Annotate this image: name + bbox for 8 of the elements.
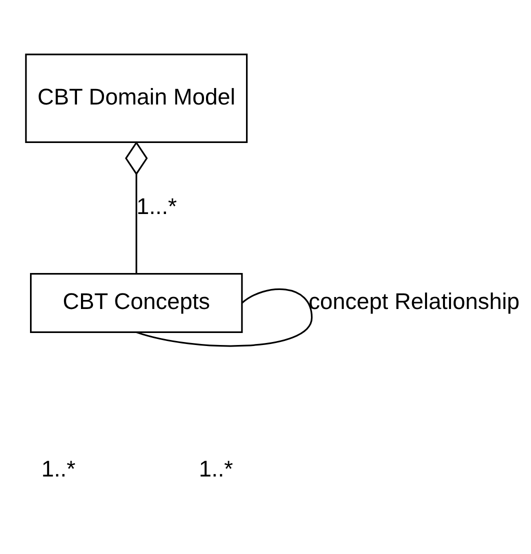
label: 1..*	[41, 455, 76, 482]
node-box: CBT Concepts	[30, 272, 243, 334]
edge-label: concept Relationship	[308, 288, 520, 314]
edge-label: 1...*	[136, 192, 177, 219]
label: 1..*	[198, 455, 234, 482]
connector	[125, 141, 148, 274]
connector	[136, 288, 313, 347]
node-box: CBT Domain Model	[25, 54, 248, 144]
